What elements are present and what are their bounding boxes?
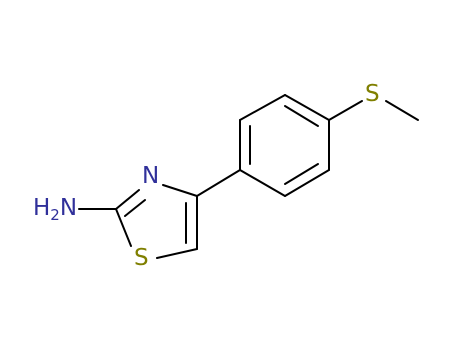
bond-c5-s1: [156, 248, 198, 259]
benzene-bond-5: [284, 169, 330, 197]
benzene-ring: [239, 94, 330, 197]
bond-phenyl-sulfur: [328, 100, 363, 121]
bond-c2-n3-outer: [115, 189, 140, 210]
benzene-bond-6: [239, 169, 286, 197]
benzene-bond-3: [284, 94, 330, 121]
ring-nitrogen-label: N: [142, 163, 159, 189]
ring-sulfur-label: S: [134, 245, 149, 271]
benzene-bond-5-inner: [284, 163, 319, 185]
bond-s1-c2: [115, 208, 132, 247]
bond-c4-phenyl: [196, 169, 241, 197]
bond-c2-n3-inner: [124, 199, 146, 217]
methylthio-sulfur-label: S: [365, 81, 380, 107]
benzene-bond-2: [239, 94, 286, 121]
bond-sulfur-methyl: [385, 100, 419, 121]
amine-h-symbol: H: [33, 195, 50, 221]
amine-n-symbol: N: [60, 195, 77, 221]
benzene-bond-3-inner: [284, 105, 319, 127]
bond-n3-c4: [162, 184, 198, 197]
amine-label: H2N: [33, 195, 77, 224]
amine-subscript: 2: [50, 206, 60, 224]
thiazole-ring: [115, 184, 198, 259]
